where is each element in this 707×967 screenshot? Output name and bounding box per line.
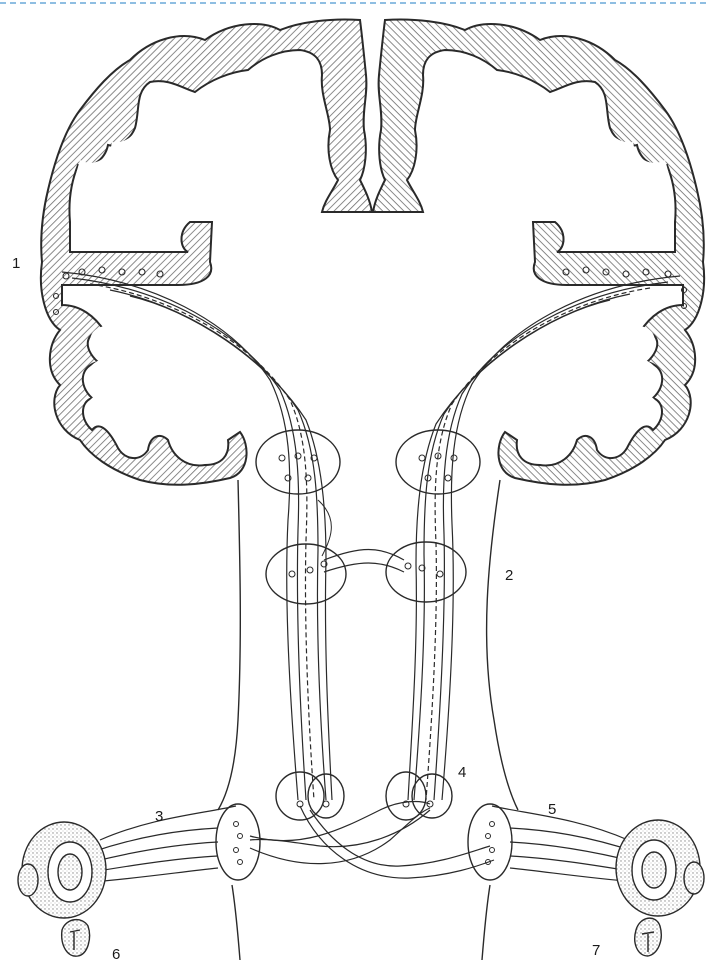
label-6: 6 bbox=[112, 946, 120, 963]
left-cochlear-nerve bbox=[92, 806, 236, 882]
left-hemisphere bbox=[41, 19, 372, 484]
right-cochlea bbox=[616, 820, 704, 916]
brainstem-outline bbox=[218, 480, 518, 960]
label-4: 4 bbox=[458, 764, 466, 781]
right-auxiliary-organ bbox=[635, 918, 662, 956]
superior-olivary-nuclei bbox=[276, 772, 452, 820]
lower-stem-left bbox=[232, 885, 240, 960]
right-hemisphere bbox=[373, 19, 704, 484]
label-1: 1 bbox=[12, 255, 20, 272]
left-cochlear-nucleus bbox=[216, 804, 260, 880]
right-inferior-colliculus bbox=[386, 542, 466, 602]
collicular-commissure-lower bbox=[324, 563, 404, 572]
right-olivary-nucleus-b bbox=[412, 774, 452, 818]
left-olivary-nucleus bbox=[276, 772, 324, 820]
brainstem-left-edge bbox=[218, 480, 240, 810]
label-5: 5 bbox=[548, 801, 556, 818]
right-cochlear-nerve bbox=[492, 806, 636, 882]
left-auxiliary-organ bbox=[62, 920, 90, 957]
lower-stem-right bbox=[482, 885, 490, 960]
left-cochlea bbox=[18, 822, 106, 918]
right-medial-geniculate bbox=[396, 430, 480, 494]
brainstem-right-edge bbox=[487, 480, 518, 810]
trapezoid-crossing-fibers bbox=[250, 802, 494, 879]
label-7: 7 bbox=[592, 942, 600, 959]
label-3: 3 bbox=[155, 808, 163, 825]
label-2: 2 bbox=[505, 567, 513, 584]
right-cochlear-nucleus bbox=[468, 804, 512, 880]
